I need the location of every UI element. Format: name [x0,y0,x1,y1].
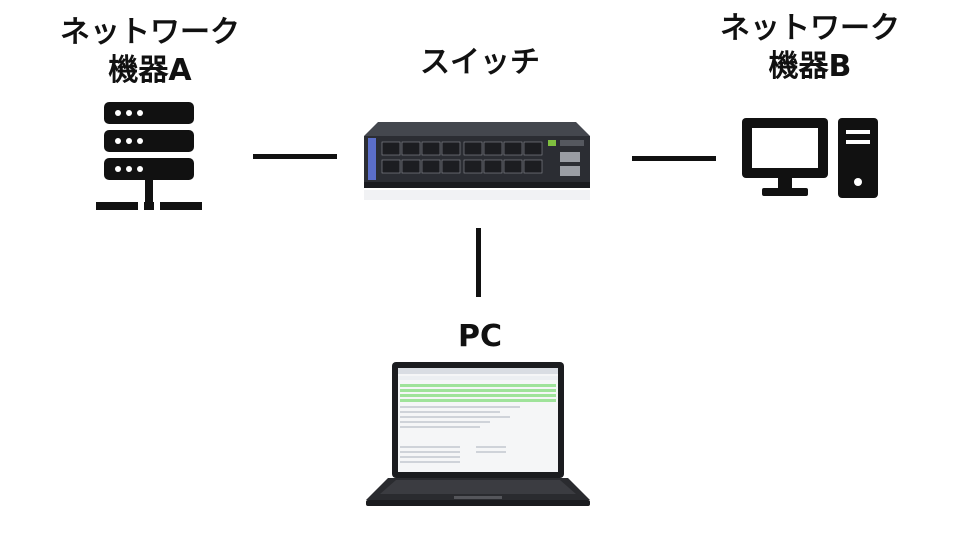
desktop-computer-icon [742,118,878,198]
device-a-label: ネットワーク 機器A [40,14,260,89]
device-a-label-line2: 機器A [108,52,192,88]
device-b-label-line2: 機器B [768,48,852,84]
device-a-label-line1: ネットワーク [60,15,240,50]
connection-line-switch-pc [476,228,481,297]
connection-line-a-switch [253,154,337,159]
server-icon [96,102,202,210]
device-b-label-line1: ネットワーク [720,11,900,46]
laptop-image [366,362,590,506]
network-switch-image [364,122,590,200]
switch-label: スイッチ [420,45,540,80]
pc-label: PC [457,319,502,354]
device-b-label: ネットワーク 機器B [700,10,920,85]
connection-line-switch-b [632,156,716,161]
